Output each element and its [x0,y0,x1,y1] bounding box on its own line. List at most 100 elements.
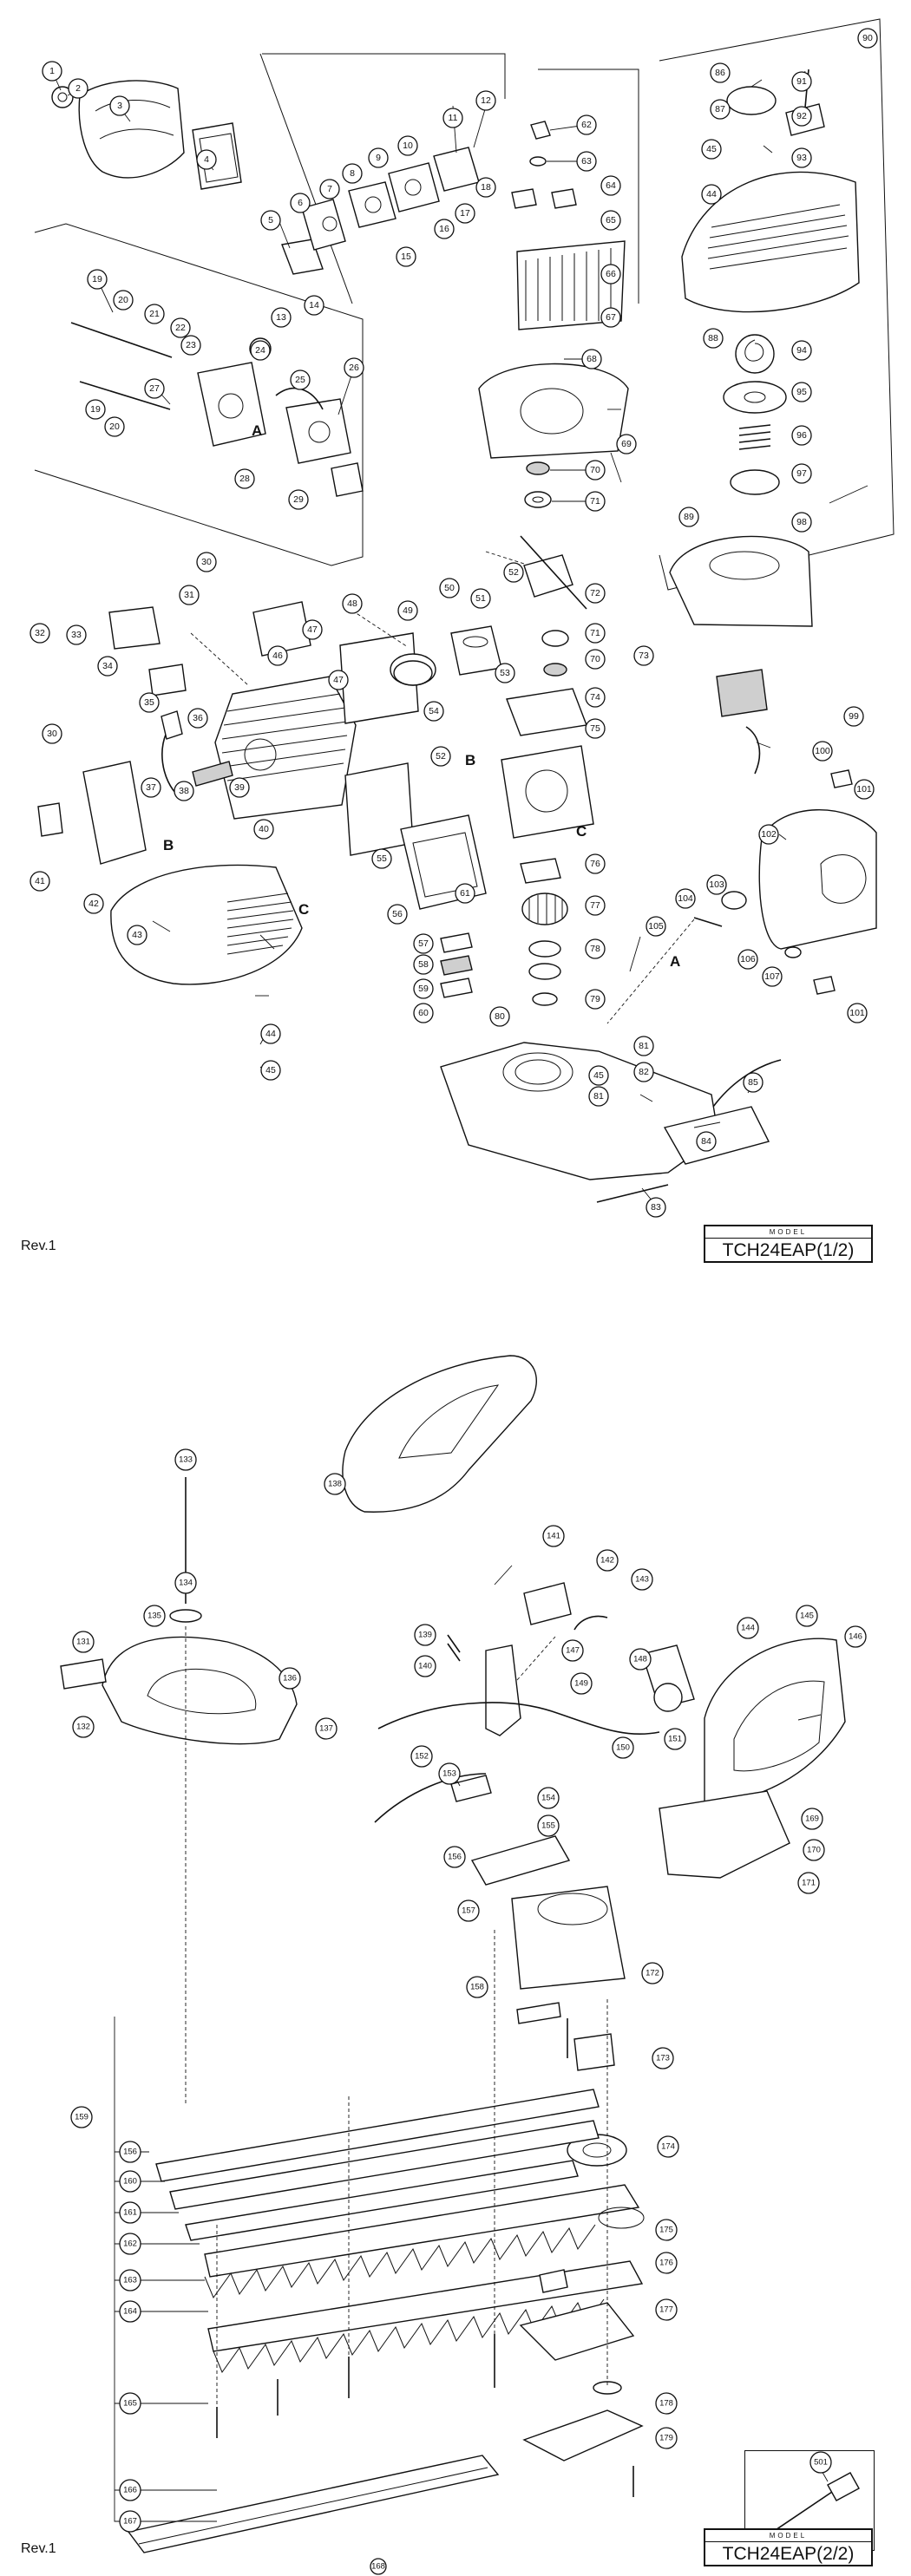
part-callout: 154 [537,1787,560,1809]
part-callout-circle [414,1655,436,1677]
part-callout-circle [631,1568,653,1591]
part-number: 36 [193,713,203,723]
part-number: 172 [646,1969,659,1978]
part-callout-circle [267,645,288,666]
part-callout-circle [109,95,130,116]
part-callout-circle [302,619,323,640]
part-callout-circle [809,2451,832,2474]
part-number: 94 [796,345,807,356]
part-callout-circle [87,269,108,290]
part-callout-circle [585,895,606,916]
part-callout: 55 [371,848,392,869]
part-callout-circle [844,1625,867,1648]
part-number: 20 [118,295,128,305]
part-callout-circle [127,925,147,945]
part-callout: 143 [631,1568,653,1591]
part-callout-circle [585,649,606,670]
part-number: 4 [204,154,209,165]
part-callout: 22 [170,317,191,338]
part-callout-circle [641,1962,664,1984]
part-callout-circle [66,624,87,645]
part-callout: 5 [260,210,281,231]
part-callout: 179 [655,2427,678,2449]
part-callout-circle [675,888,696,909]
part-callout: 141 [542,1525,565,1547]
part-number: 54 [429,706,439,716]
model-number: TCH24EAP(1/2) [722,1240,855,1260]
part-number: 102 [761,829,777,840]
part-callout: 160 [119,2170,141,2193]
part-number: 39 [234,782,245,793]
part-callout-circle [344,357,364,378]
part-callout-circle [629,1648,652,1670]
part-callout: 166 [119,2479,141,2501]
part-number: 105 [648,921,664,932]
part-number: 26 [349,363,359,373]
part-callout: 54 [423,701,444,722]
part-callout-circle [585,460,606,481]
part-callout: 133 [174,1448,197,1471]
part-callout-circle [438,1762,461,1785]
part-number: 99 [849,711,859,722]
part-callout-circle [701,139,722,160]
part-callout-circle [495,663,515,683]
part-number: 2 [75,83,81,94]
part-callout-circle [796,1605,818,1627]
part-callout: 82 [633,1062,654,1082]
part-number: 15 [401,252,411,262]
part-callout-circle [279,1667,301,1690]
part-number: 74 [590,692,600,703]
part-callout: 136 [279,1667,301,1690]
part-callout-circle [371,848,392,869]
part-callout-circle [791,463,812,484]
part-callout-circle [250,340,271,361]
part-number: 155 [541,1821,555,1831]
part-callout: 156 [443,1846,466,1868]
part-number: 68 [587,354,597,364]
part-callout-circle [434,219,455,239]
part-number: 58 [418,959,429,970]
part-callout-circle [585,583,606,604]
part-callout-circle [791,382,812,402]
part-number: 103 [709,879,724,890]
part-callout: 24 [250,340,271,361]
part-callout-circle [42,723,62,744]
part-number: 48 [347,598,357,609]
part-callout-circle [144,304,165,324]
part-callout: 40 [253,819,274,840]
part-callout-circle [288,489,309,510]
part-callout: 176 [655,2252,678,2274]
part-callout: 144 [737,1617,759,1639]
part-callout-circle [737,949,758,970]
sheet-1-engine-assembly: A A B B C C 1 2 3 4 5 6 7 8 9 10 11 12 [21,18,895,1263]
part-callout-circle [342,163,363,184]
part-callout: 99 [843,706,864,727]
part-number: 71 [590,628,600,638]
part-callout: 38 [174,781,194,801]
part-number: 87 [715,104,725,114]
part-callout: 37 [141,777,161,798]
part-callout: 85 [743,1072,764,1093]
part-callout: 20 [113,290,134,311]
part-number: 7 [327,184,332,194]
part-number: 162 [123,2239,137,2249]
part-number: 159 [75,2113,88,2122]
part-callout-circle [196,149,217,170]
part-callout-circle [655,2392,678,2415]
part-callout: 149 [570,1672,593,1695]
part-callout: 80 [489,1006,510,1027]
part-number: 163 [123,2276,137,2285]
part-callout-circle [797,1872,820,1894]
part-callout-circle [646,1197,666,1218]
part-callout-circle [585,989,606,1010]
part-number: 136 [283,1674,297,1684]
part-number: 6 [298,198,303,208]
part-callout: 145 [796,1605,818,1627]
part-callout: 26 [344,357,364,378]
part-callout: 3 [109,95,130,116]
part-number: 44 [265,1029,276,1039]
part-number: 90 [862,33,873,43]
part-callout-circle [475,177,496,198]
part-callout-circle [585,623,606,644]
part-callout: 101 [847,1003,868,1023]
